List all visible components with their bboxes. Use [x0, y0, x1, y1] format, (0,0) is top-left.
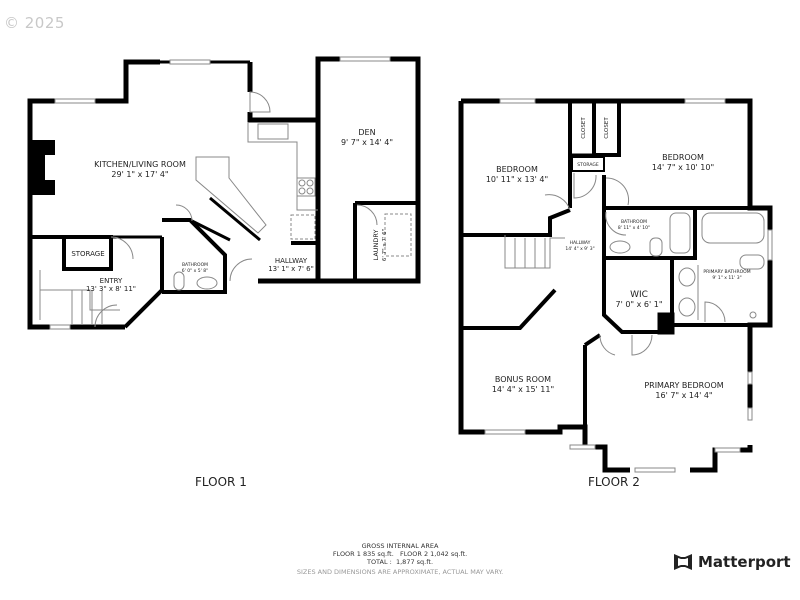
room-label: DEN	[358, 128, 375, 137]
brand-name: Matterport	[698, 553, 791, 571]
floor-1-fixtures	[30, 56, 412, 330]
room-dims: 14' 4" x 9' 3"	[565, 246, 594, 252]
room-dims: 6' 7" x 7' 6"	[382, 229, 388, 261]
matterport-brand: Matterport	[673, 553, 791, 571]
room-label: KITCHEN/LIVING ROOM	[94, 160, 186, 169]
room-dims: 8' 11" x 4' 10"	[618, 225, 650, 231]
room-label: HALLWAY	[275, 257, 308, 265]
matterport-logo-icon	[674, 554, 692, 570]
room-label: BATHROOM	[621, 219, 647, 225]
room-label: WIC	[630, 290, 648, 300]
room-label: CLOSET	[604, 117, 610, 139]
room-dims: 16' 7" x 14' 4"	[655, 391, 712, 400]
room-dims: 9' 7" x 14' 4"	[341, 138, 393, 147]
area-disclaimer: SIZES AND DIMENSIONS ARE APPROXIMATE, AC…	[296, 568, 504, 576]
floor-2-fixtures	[484, 98, 773, 473]
room-dims: 7' 0" x 6' 1"	[615, 300, 662, 309]
room-dims: 29' 1" x 17' 4"	[111, 170, 168, 179]
room-dims: 14' 7" x 10' 10"	[652, 163, 714, 172]
gross-area-summary: GROSS INTERNAL AREA FLOOR 1 835 sq.ft. F…	[250, 542, 550, 576]
area-floors: FLOOR 1 835 sq.ft. FLOOR 2 1,042 sq.ft.	[332, 550, 468, 558]
area-total: TOTAL : 1,877 sq.ft.	[366, 558, 434, 566]
room-label: CLOSET	[581, 117, 587, 139]
room-label: STORAGE	[71, 250, 104, 258]
floor-1-label: FLOOR 1	[195, 475, 247, 489]
room-label: PRIMARY BEDROOM	[644, 381, 723, 390]
room-label: BEDROOM	[496, 165, 538, 174]
room-dims: 14' 4" x 15' 11"	[492, 385, 554, 394]
room-dims: 10' 11" x 13' 4"	[486, 175, 548, 184]
room-label: BEDROOM	[662, 153, 704, 162]
room-label: BATHROOM	[182, 262, 208, 268]
room-labels: KITCHEN/LIVING ROOM 29' 1" x 17' 4" DEN …	[71, 117, 750, 400]
room-label: ENTRY	[100, 277, 123, 285]
room-dims: 9' 1" x 11' 3"	[712, 275, 741, 281]
room-label: HALLWAY	[570, 240, 591, 246]
room-dims: 13' 1" x 7' 6"	[268, 265, 314, 273]
area-title: GROSS INTERNAL AREA	[361, 542, 439, 550]
room-dims: 6' 0" x 5' 8"	[182, 268, 208, 274]
room-label: PRIMARY BATHROOM	[703, 269, 750, 275]
floor-1-plan	[27, 56, 421, 330]
room-dims: 13' 3" x 8' 11"	[86, 285, 136, 293]
room-label: LAUNDRY	[372, 230, 380, 261]
floor-2-plan	[458, 98, 773, 473]
room-label: BONUS ROOM	[495, 375, 551, 384]
floor-2-label: FLOOR 2	[588, 475, 640, 489]
copyright-watermark: © 2025	[4, 14, 65, 32]
room-label: STORAGE	[577, 162, 599, 168]
